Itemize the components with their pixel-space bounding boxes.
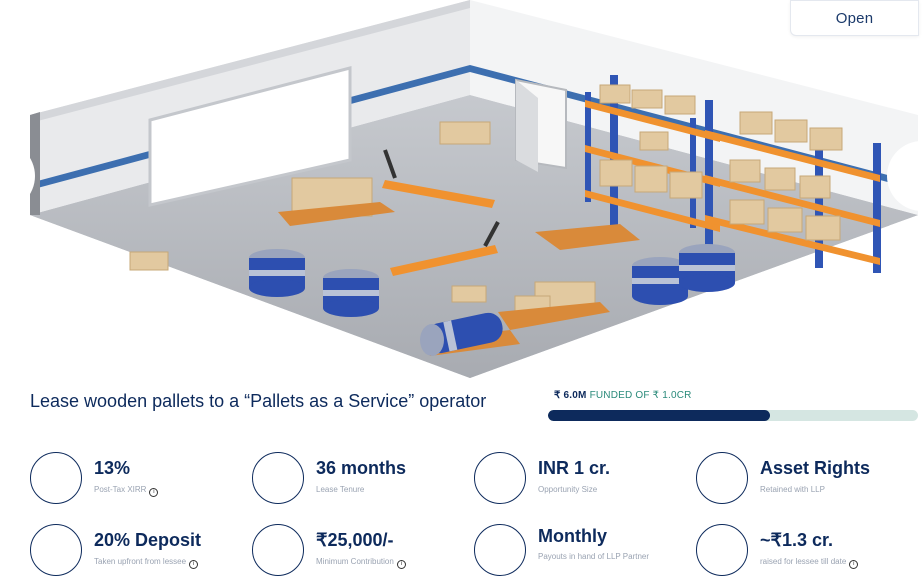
warehouse-illustration [30,0,918,378]
funded-amount: ₹ 6.0M [554,390,587,401]
deposit-icon [30,524,82,576]
stat-caption: Retained with LLP [760,485,825,494]
stat-value: Asset Rights [760,458,871,478]
stat-value: ₹25,000/- [316,530,394,550]
stat-caption: Payouts in hand of LLP Partner [538,552,650,561]
stat-caption: Lease Tenure [316,485,365,494]
stat-opportunity-size: INR 1 cr. Opportunity Size [474,452,694,508]
hero-image [30,0,918,378]
stat-value: 13% [94,458,131,478]
stat-payouts: Monthly Payouts in hand of LLP Partner [474,524,694,580]
money-icon [474,452,526,504]
stat-tenure: 36 months Lease Tenure [252,452,472,508]
progress-fill [548,410,770,421]
stat-value: 20% Deposit [94,530,202,550]
info-icon[interactable]: i [396,560,406,569]
info-icon[interactable]: i [849,560,859,569]
stat-caption: Opportunity Size [538,485,598,494]
shield-icon [696,452,748,504]
opportunity-title: Lease wooden pallets to a “Pallets as a … [30,391,487,411]
stat-asset-rights: Asset Rights Retained with LLP [696,452,916,508]
status-badge: Open [790,0,919,36]
raised-icon [696,524,748,576]
progress-track [548,410,918,421]
stat-value: ~₹1.3 cr. [760,530,834,550]
stat-value: 36 months [316,458,407,478]
stat-value: Monthly [538,526,607,546]
info-icon[interactable]: i [149,488,159,497]
payout-icon [474,524,526,576]
stat-value: INR 1 cr. [538,458,611,478]
funded-label: FUNDED OF ₹ 1.0CR [589,390,692,401]
calendar-icon [252,452,304,504]
wallet-icon [252,524,304,576]
funding-progress: ₹ 6.0M FUNDED OF ₹ 1.0CR [548,390,918,421]
info-icon[interactable]: i [189,560,199,569]
funding-text: ₹ 6.0M FUNDED OF ₹ 1.0CR [554,390,918,401]
xirr-icon [30,452,82,504]
